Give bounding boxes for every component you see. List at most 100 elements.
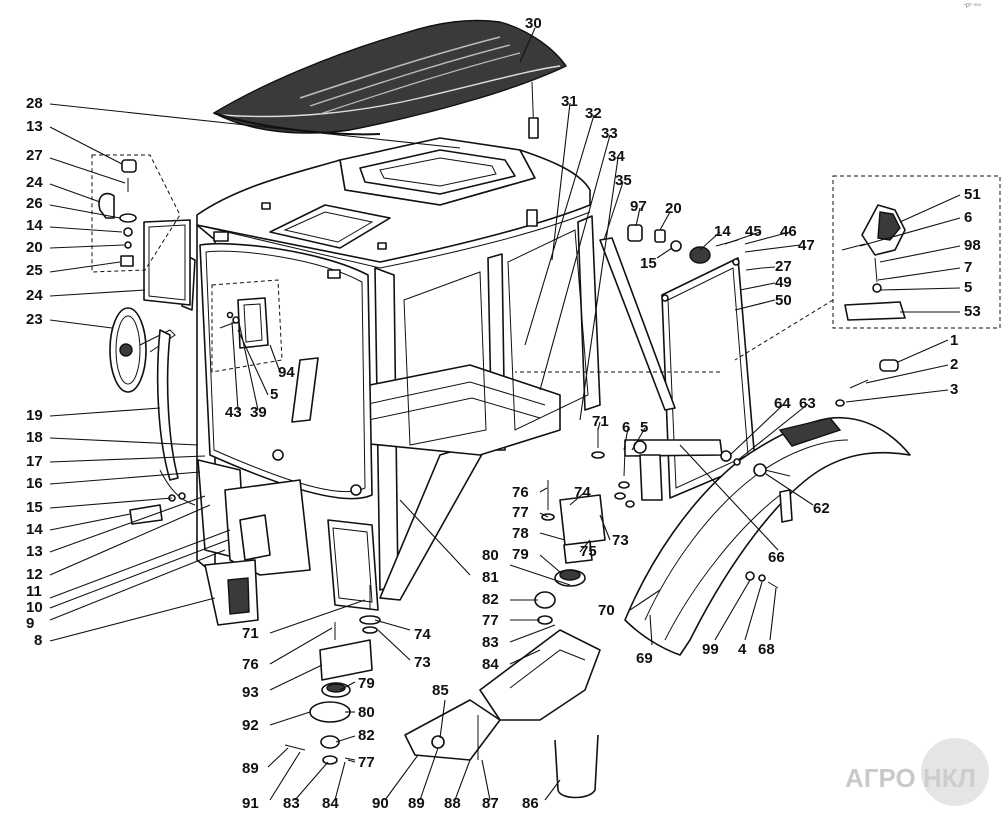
callout: 7 — [964, 259, 972, 276]
callout: 83 — [283, 795, 300, 812]
callout: 63 — [799, 395, 816, 412]
callout: 2 — [950, 356, 958, 373]
callout: 85 — [432, 682, 449, 699]
callout: 77 — [358, 754, 375, 771]
callout: 76 — [512, 484, 529, 501]
callout: 82 — [358, 727, 375, 744]
callout: 51 — [964, 186, 981, 203]
callout: 71 — [242, 625, 259, 642]
callout: 31 — [561, 93, 578, 110]
right-bolts — [835, 359, 899, 407]
callout: 79 — [358, 675, 375, 692]
callout: 80 — [482, 547, 499, 564]
callout: 88 — [444, 795, 461, 812]
callout: 74 — [414, 626, 431, 643]
callout: 11 — [26, 583, 42, 600]
callout: 15 — [26, 499, 43, 516]
rear-support — [599, 237, 723, 508]
callout: 84 — [482, 656, 499, 673]
callout: 79 — [512, 546, 529, 563]
roof-hatch-frame — [339, 137, 536, 206]
callout: 69 — [636, 650, 653, 667]
lower-left-frame — [129, 479, 311, 626]
callout: 13 — [26, 543, 43, 560]
side-rail — [156, 329, 196, 506]
callout: 16 — [26, 475, 43, 492]
callout: 71 — [592, 413, 609, 430]
callout: 8 — [34, 632, 42, 649]
corner-mark: “P” ⁰⁰⁰ — [964, 3, 981, 10]
callout: 84 — [322, 795, 339, 812]
callout: 27 — [26, 147, 43, 164]
callout: 28 — [26, 95, 43, 112]
callout: 6 — [622, 419, 630, 436]
callout: 77 — [482, 612, 499, 629]
callout: 46 — [780, 223, 797, 240]
callout: 47 — [798, 237, 815, 254]
fender — [624, 416, 911, 656]
callout: 18 — [26, 429, 43, 446]
callout-labels: 30 28 13 27 24 26 14 20 25 24 23 31 32 3… — [26, 15, 981, 812]
callout: 25 — [26, 262, 43, 279]
callout: 98 — [964, 237, 981, 254]
callout: 33 — [601, 125, 618, 142]
callout: 4 — [738, 641, 747, 658]
callout: 81 — [482, 569, 499, 586]
callout: 35 — [615, 172, 632, 189]
callout: 73 — [612, 532, 629, 549]
callout: 39 — [250, 404, 267, 421]
roof-panel — [212, 19, 568, 139]
callout: 6 — [964, 209, 972, 226]
callout: 24 — [26, 174, 43, 191]
callout: 53 — [964, 303, 981, 320]
callout: 10 — [26, 599, 43, 616]
callout: 20 — [26, 239, 43, 256]
callout: 5 — [640, 419, 648, 436]
callout: 70 — [598, 602, 615, 619]
callout: 92 — [242, 717, 259, 734]
callout: 45 — [745, 223, 762, 240]
callout: 32 — [585, 105, 602, 122]
callout: 9 — [26, 615, 34, 632]
callout: 14 — [714, 223, 731, 240]
callout: 64 — [774, 395, 791, 412]
callout: 3 — [950, 381, 958, 398]
callout: 83 — [482, 634, 499, 651]
rear-small-parts — [627, 224, 763, 271]
callout: 77 — [512, 504, 529, 521]
callout: 15 — [640, 255, 657, 272]
callout: 94 — [278, 364, 295, 381]
callout: 20 — [665, 200, 682, 217]
callout: 27 — [775, 258, 792, 275]
callout: 99 — [702, 641, 719, 658]
callout: 80 — [358, 704, 375, 721]
callout: 86 — [522, 795, 539, 812]
callout: 78 — [512, 525, 529, 542]
callout: 91 — [242, 795, 259, 812]
callout: 23 — [26, 311, 43, 328]
callout: 43 — [225, 404, 242, 421]
left-small-parts — [91, 154, 181, 273]
callout: 90 — [372, 795, 389, 812]
callout: 24 — [26, 287, 43, 304]
callout: 87 — [482, 795, 499, 812]
callout: 73 — [414, 654, 431, 671]
callout: 97 — [630, 198, 647, 215]
cab-body — [196, 149, 601, 601]
callout: 62 — [813, 500, 830, 517]
callout: 5 — [270, 386, 278, 403]
callout: 13 — [26, 118, 43, 135]
callout: 93 — [242, 684, 259, 701]
callout: 1 — [950, 332, 958, 349]
callout: 50 — [775, 292, 792, 309]
callout: 14 — [26, 217, 43, 234]
watermark-logo: АГРО НКЛ — [845, 738, 989, 806]
callout: 66 — [768, 549, 785, 566]
callout: 26 — [26, 195, 43, 212]
center-mounts — [284, 428, 606, 799]
callout: 12 — [26, 566, 43, 583]
callout: 89 — [242, 760, 259, 777]
callout: 34 — [608, 148, 625, 165]
callout: 49 — [775, 274, 792, 291]
